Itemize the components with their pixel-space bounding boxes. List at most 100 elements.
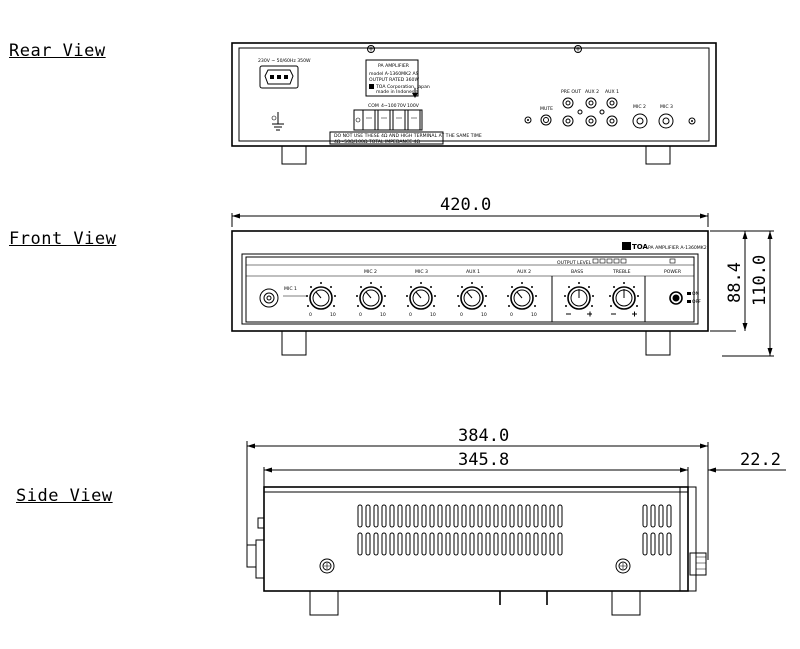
side-view-label: Side View [16,486,113,506]
power-on-label: ON [692,291,699,297]
mic1-volume-knob[interactable] [309,286,333,310]
rear-panel-inner [238,47,710,142]
side-screw-icon [615,558,631,574]
nameplate-maker: TOA Corporation, Japan [375,84,430,90]
nameplate-origin: made in Indonesia [376,89,419,95]
front-chassis-outline [231,230,709,332]
rear-top-screw-icon [574,45,582,53]
height-dimension-lines [744,231,771,356]
side-view: 384.0 345.8 22.2 [246,426,786,616]
front-control-panel [241,253,699,325]
mic3-volume-knob[interactable] [409,286,433,310]
terminal-label: COM [368,103,379,109]
front-foot-right [645,331,671,356]
scale-min-label: 0 [359,312,362,318]
scale-max-label: 10 [481,312,487,318]
mic1-input-jack[interactable] [259,288,279,308]
scale-max-label: 10 [430,312,436,318]
treble-label: TREBLE [612,269,631,275]
scale-min-label: 0 [409,312,412,318]
rear-inlet-profile [246,544,257,568]
side-total-depth-dimension: 384.0 [458,426,509,446]
rear-foot-left [281,146,307,165]
nameplate-output: OUTPUT RATED 360W [369,77,419,83]
mic2-volume-knob[interactable] [359,286,383,310]
rca-jack-group [562,97,618,127]
output-level-meter [592,258,627,264]
side-screw-icon [319,558,335,574]
scale-min-label: 0 [460,312,463,318]
power-indicator-led [669,258,676,264]
side-vent-right [642,504,672,556]
front-height-total-dimension: 110.0 [750,255,770,306]
output-level-label: OUTPUT LEVEL [557,260,592,266]
side-foot-right [611,591,641,616]
rear-chassis-outline [231,42,717,147]
scale-max-label: 10 [330,312,336,318]
mic3-rear-label: MIC 3 [660,104,673,110]
scale-max-label: 10 [380,312,386,318]
scale-max-label: 10 [531,312,537,318]
side-chassis-outline [263,486,689,592]
treble-knob[interactable] [612,286,636,310]
rear-view: 230V ~ 50/60Hz 350W PA AMPLIFIER model A… [231,42,717,165]
terminal-label: 4~100 [381,103,397,109]
speaker-terminal-block [353,109,423,131]
ac-inlet-icon [259,65,299,89]
rear-foot-right [645,146,671,165]
front-view-label: Front View [9,229,117,249]
power-off-icon [687,300,691,303]
power-on-icon [687,292,691,295]
front-foot-left [281,331,307,356]
bass-label: BASS [571,269,583,275]
power-label: POWER [664,269,682,275]
rear-view-label: Rear View [9,41,106,61]
front-control-panel-inner [245,256,695,323]
speaker-terminal-labels: COM 4~100 70V 100V [368,103,420,109]
mic3-label: MIC 3 [415,269,428,275]
aux2-rear-label: AUX 2 [585,89,599,95]
power-switch[interactable] [669,291,683,305]
rear-screw-icon [524,116,532,124]
toa-brand-icon [622,242,631,250]
aux1-rear-label: AUX 1 [605,89,619,95]
nameplate: PA AMPLIFIER model A-1360MK2 AS OUTPUT R… [365,59,430,97]
terminal-label: 70V [397,103,407,109]
warning-label: DO NOT USE THESE 4Ω AND HIGH TERMINAL AT… [329,131,482,145]
model-text: PA AMPLIFIER A-1360MK2 [648,245,707,251]
warning-line-1: DO NOT USE THESE 4Ω AND HIGH TERMINAL AT… [334,133,482,139]
power-off-label: OFF [692,299,701,305]
dimension-extension-line [231,213,709,227]
scale-min-label: 0 [309,312,312,318]
rear-top-screw-icon [367,45,375,53]
bass-knob[interactable] [567,286,591,310]
aux1-label: AUX 1 [466,269,480,275]
terminal-label: 100V [407,103,420,109]
side-vent-left [357,504,563,556]
front-knob-profile [689,552,707,576]
rear-connector-profile [255,539,265,579]
tone-minus-plus-icon [566,311,637,317]
mic2-rear-label: MIC 2 [633,104,646,110]
aux2-label: AUX 2 [517,269,531,275]
front-panel-profile [687,486,697,592]
front-width-dimension: 420.0 [440,195,491,215]
side-knob-protrusion-dimension: 22.2 [740,450,781,470]
power-rating-label: 230V ~ 50/60Hz 350W [258,58,311,64]
nameplate-title: PA AMPLIFIER [378,63,410,69]
mute-label: MUTE [540,106,553,112]
front-height-inner-dimension: 88.4 [725,262,745,303]
pre-out-label: PRE OUT [561,89,581,95]
side-foot-left [309,591,339,616]
side-body-depth-dimension: 345.8 [458,450,509,470]
aux2-volume-knob[interactable] [510,286,534,310]
scale-min-label: 0 [510,312,513,318]
brand-label: TOA [632,243,649,251]
aux1-volume-knob[interactable] [460,286,484,310]
ground-terminal-icon [271,112,284,131]
toa-logo-icon [369,84,374,89]
rear-screw-icon [688,117,696,125]
mute-switch[interactable] [540,114,552,126]
mic2-rear-jack [632,113,648,129]
